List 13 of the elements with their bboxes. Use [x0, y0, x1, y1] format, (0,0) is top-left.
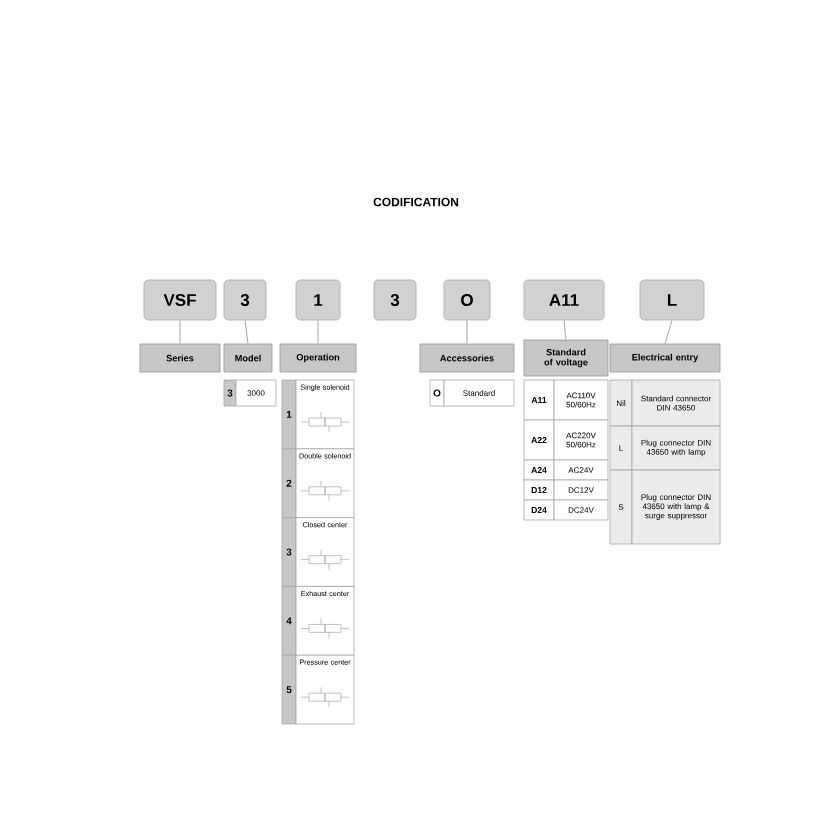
code-box: O [443, 279, 491, 321]
code-box: VSF [143, 279, 217, 321]
connector-line [563, 319, 567, 341]
code-box: 1 [295, 279, 341, 321]
connector-line [466, 319, 468, 345]
code-box: 3 [223, 279, 267, 321]
code-box: 3 [373, 279, 417, 321]
connector-line [664, 319, 673, 345]
connector-line [179, 319, 181, 345]
code-box: L [639, 279, 705, 321]
connector-line [317, 319, 319, 345]
code-box: A11 [523, 279, 605, 321]
connector-line [244, 319, 249, 345]
